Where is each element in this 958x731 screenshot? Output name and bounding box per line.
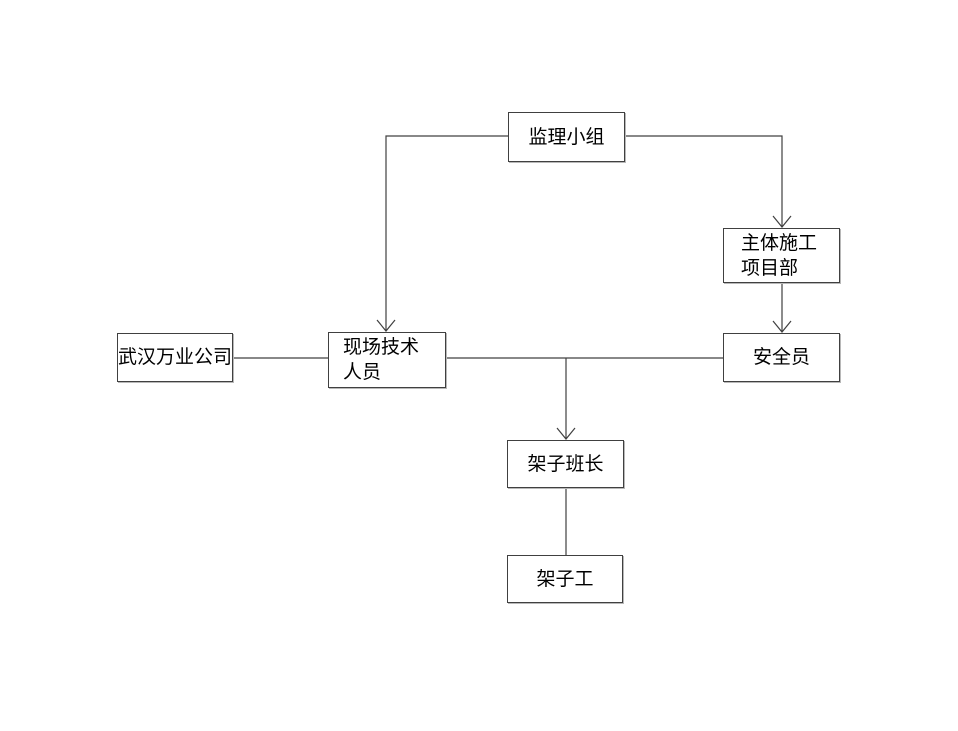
node-label: 武汉万业公司 — [118, 347, 233, 368]
node-scaffolder: 架子工 — [507, 555, 623, 603]
edge-supervision-to-site-technical — [376, 135, 508, 332]
node-label: 监理小组 — [528, 126, 605, 148]
node-site-technical: 现场技术 人员 — [328, 332, 446, 388]
node-label-line2: 人员 — [343, 362, 382, 383]
edge-site-technical-to-scaffold-foreman — [556, 358, 576, 440]
edge-supervision-to-main-construction — [625, 135, 792, 228]
node-safety-officer: 安全员 — [723, 333, 840, 382]
node-label-line2: 项目部 — [741, 257, 799, 279]
node-main-construction: 主体施工 项目部 — [723, 228, 840, 283]
node-label-line1: 主体施工 — [741, 232, 818, 254]
node-label: 架子工 — [536, 568, 594, 590]
node-label: 架子班长 — [527, 453, 604, 475]
node-label-line1: 现场技术 — [343, 337, 420, 358]
edge-main-construction-to-safety-officer — [772, 284, 792, 333]
node-label: 安全员 — [752, 347, 810, 368]
node-scaffold-foreman: 架子班长 — [507, 440, 624, 488]
node-supervision-team: 监理小组 — [508, 112, 625, 162]
node-wuhan-company: 武汉万业公司 — [117, 333, 233, 382]
